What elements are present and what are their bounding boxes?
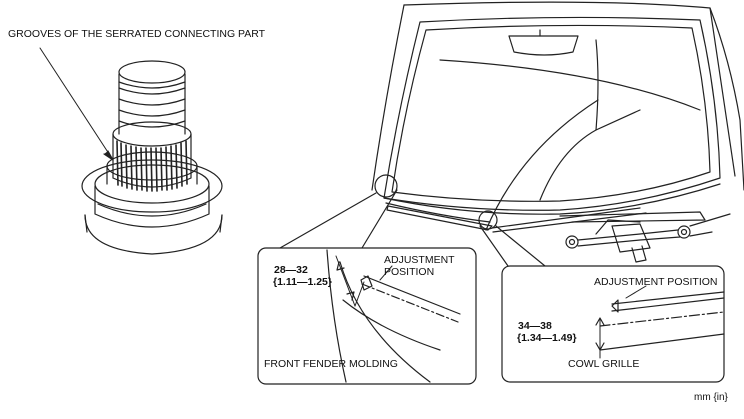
left-adjustment-label-line2: POSITION — [384, 266, 435, 278]
right-dimension-mm: 34—38 — [518, 320, 552, 332]
grooves-leader-line — [39, 47, 114, 161]
units-label: mm {in} — [694, 392, 728, 403]
left-detail-box — [257, 247, 477, 385]
grooves-label: GROOVES OF THE SERRATED CONNECTING PART — [8, 28, 266, 40]
right-dimension-in: {1.34—1.49} — [517, 332, 577, 344]
windshield-illustration — [279, 1, 744, 267]
serrated-pivot-shaft-illustration — [39, 47, 223, 255]
right-detail-callout-circle — [478, 210, 498, 230]
right-detail-box — [501, 265, 725, 383]
front-fender-molding-label: FRONT FENDER MOLDING — [264, 358, 398, 370]
cowl-grille-label: COWL GRILLE — [568, 358, 640, 370]
left-detail-callout-circle — [374, 174, 398, 198]
right-adjustment-label: ADJUSTMENT POSITION — [594, 276, 718, 288]
left-dimension-in: {1.11—1.25} — [273, 276, 332, 288]
left-adjustment-label-line1: ADJUSTMENT — [384, 254, 455, 266]
left-dimension-mm: 28—32 — [274, 264, 308, 276]
